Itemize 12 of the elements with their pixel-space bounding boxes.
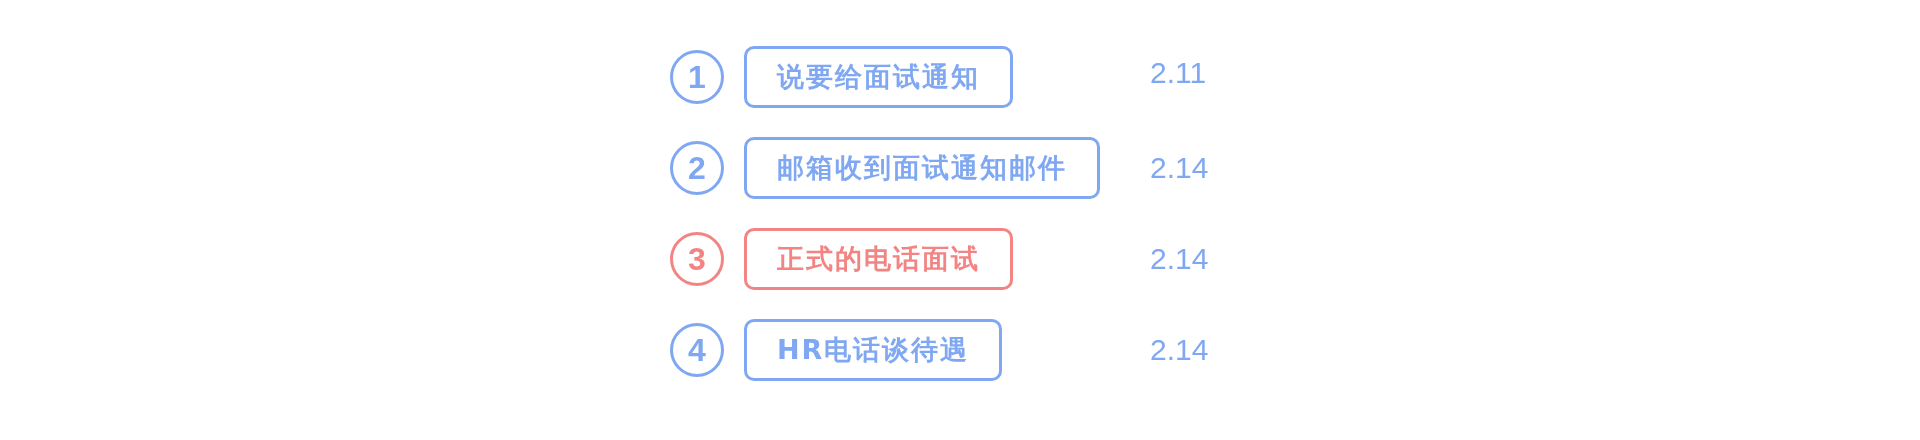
number-circle: 1 [670, 50, 724, 104]
step-box: 说要给面试通知 [744, 46, 1013, 108]
date-label: 2.11 [1150, 58, 1207, 88]
date-label: 2.14 [1150, 335, 1209, 365]
number-circle: 4 [670, 323, 724, 377]
number-circle: 2 [670, 141, 724, 195]
date-label: 2.14 [1150, 153, 1209, 183]
step-box: 邮箱收到面试通知邮件 [744, 137, 1100, 199]
number-circle: 3 [670, 232, 724, 286]
step-box: 正式的电话面试 [744, 228, 1013, 290]
date-label: 2.14 [1150, 244, 1209, 274]
step-box: HR电话谈待遇 [744, 319, 1003, 381]
